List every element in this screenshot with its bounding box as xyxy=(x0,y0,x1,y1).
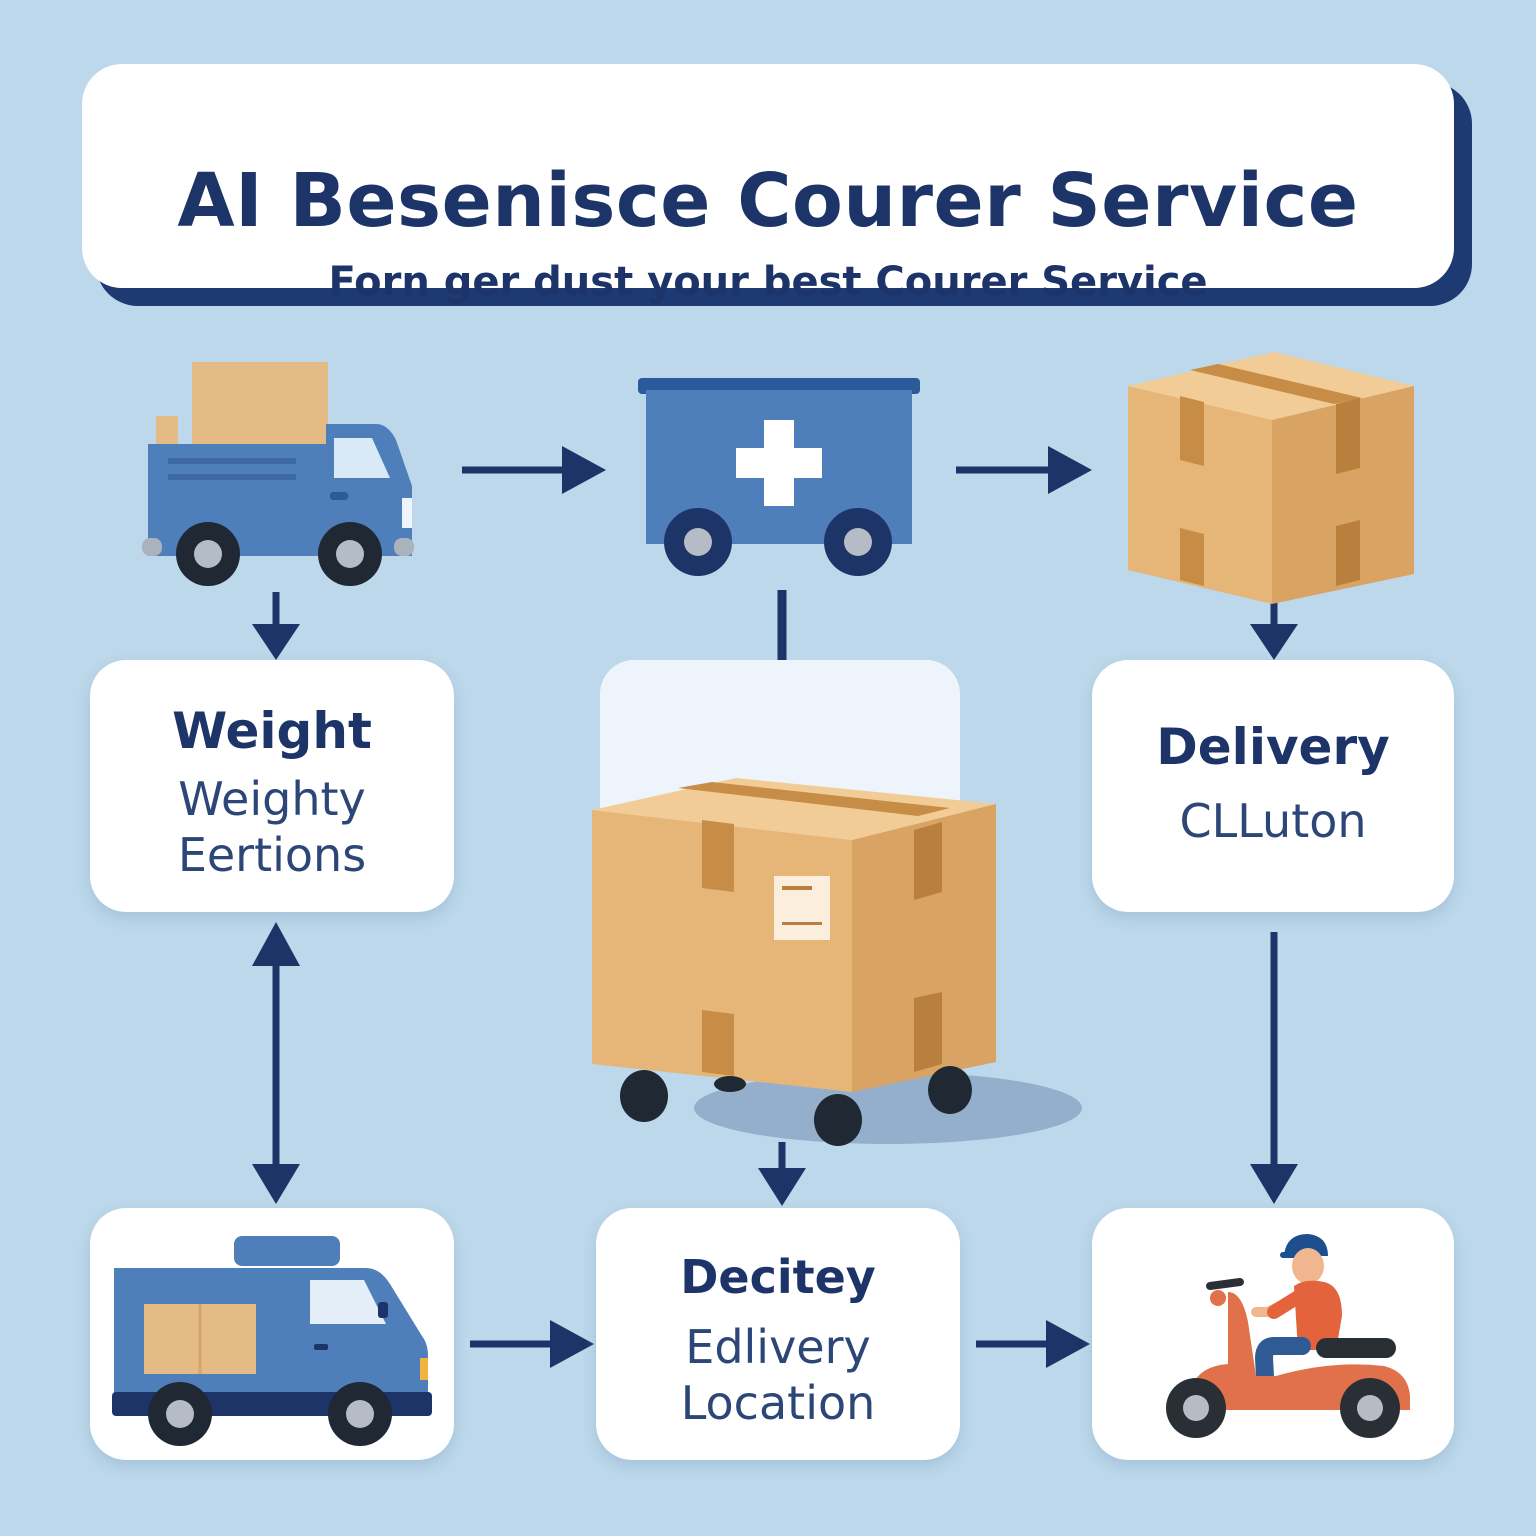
arrow-box-to-delivery xyxy=(1250,600,1298,660)
delivery-card: Delivery CLLuton xyxy=(1092,660,1454,912)
weight-card-line1: Weighty xyxy=(178,772,366,826)
arrow-van-to-box xyxy=(956,446,1092,494)
delivery-card-line1: CLLuton xyxy=(1179,794,1367,848)
medical-van-icon xyxy=(638,378,920,576)
page-subtitle: Forn ger dust your best Courer Service xyxy=(328,259,1208,305)
arrow-weight-to-truck xyxy=(252,922,300,1204)
weight-card-title: Weight xyxy=(172,702,372,760)
cardboard-box-icon xyxy=(1128,352,1414,604)
arrow-truck-to-van xyxy=(462,446,606,494)
arrow-delivery-to-scooter xyxy=(1250,932,1298,1204)
page-title: AI Besenisce Courer Service xyxy=(177,158,1359,244)
arrow-truck-to-decitey xyxy=(470,1320,594,1368)
scooter-rider-icon xyxy=(1166,1234,1410,1438)
header-banner: AI Besenisce Courer Service Forn ger dus… xyxy=(82,64,1454,302)
box-truck-icon xyxy=(112,1236,432,1446)
decitey-card: Decitey Edlivery Location xyxy=(596,1208,960,1460)
box-cart-icon xyxy=(592,778,1082,1146)
arrow-decitey-to-scooter xyxy=(976,1320,1090,1368)
arrow-cart-to-decitey xyxy=(758,1142,806,1206)
delivery-truck-icon xyxy=(142,362,414,586)
decitey-card-line2: Location xyxy=(680,1376,876,1430)
decitey-card-line1: Edlivery xyxy=(685,1320,871,1374)
weight-card: Weight Weighty Eertions xyxy=(90,660,454,912)
weight-card-line2: Eertions xyxy=(177,828,367,882)
decitey-card-title: Decitey xyxy=(680,1250,876,1304)
arrow-truck-to-weight xyxy=(252,592,300,660)
delivery-card-title: Delivery xyxy=(1156,718,1390,776)
